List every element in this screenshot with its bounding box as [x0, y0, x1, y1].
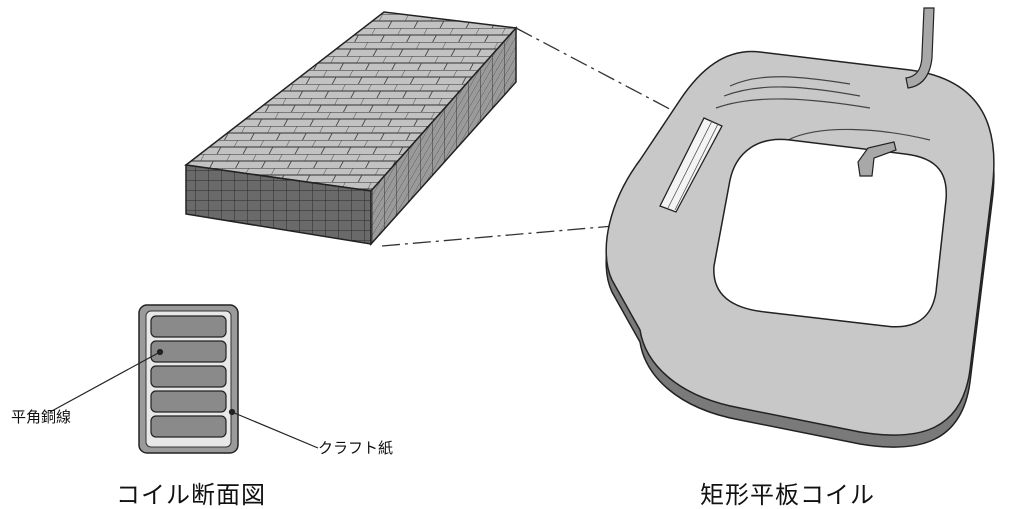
- enlarged-block: [184, 11, 518, 246]
- flat-wire-bar: [150, 365, 227, 388]
- flat-wire-bar: [150, 415, 227, 438]
- flat-wire-bar: [150, 340, 227, 363]
- label-flat-wire: 平角銅線: [11, 408, 72, 426]
- flat-wire-bar: [150, 390, 227, 413]
- leader-kraft-paper: [231, 411, 319, 449]
- label-kraft-paper: クラフト紙: [318, 439, 394, 457]
- leader-lines: [49, 348, 319, 449]
- coil-outer-lead: [905, 7, 935, 89]
- caption-cross-section: コイル断面図: [116, 481, 266, 509]
- coil-cut-section: [659, 117, 723, 213]
- projection-line-upper: [515, 27, 703, 127]
- rectangular-coil: [605, 7, 995, 448]
- coil-cross-section: [138, 304, 239, 454]
- coil-window: [713, 138, 948, 328]
- leader-flat-wire: [49, 351, 161, 413]
- block-side-face: [370, 26, 517, 246]
- flat-wire-bar: [150, 315, 227, 338]
- caption-coil: 矩形平板コイル: [700, 481, 875, 509]
- coil-inner-lead: [857, 141, 897, 177]
